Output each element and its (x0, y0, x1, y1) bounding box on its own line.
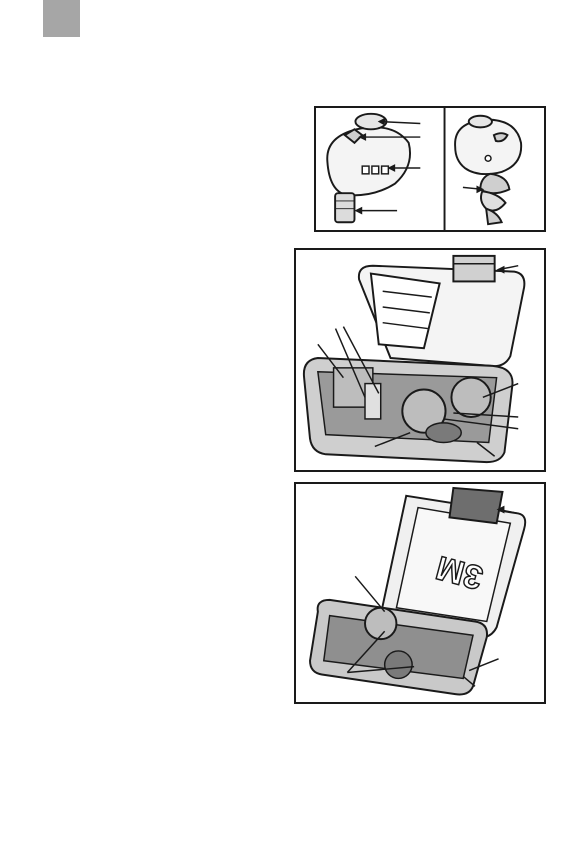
section-tab (43, 0, 80, 37)
earbud-illustration (316, 108, 544, 230)
figure-earbud (314, 106, 546, 232)
figure-case-3m: 3M (294, 482, 546, 704)
3m-case-open-illustration: 3M (296, 484, 544, 702)
figure-case-open (294, 248, 546, 472)
charging-case-open-illustration (296, 250, 544, 470)
